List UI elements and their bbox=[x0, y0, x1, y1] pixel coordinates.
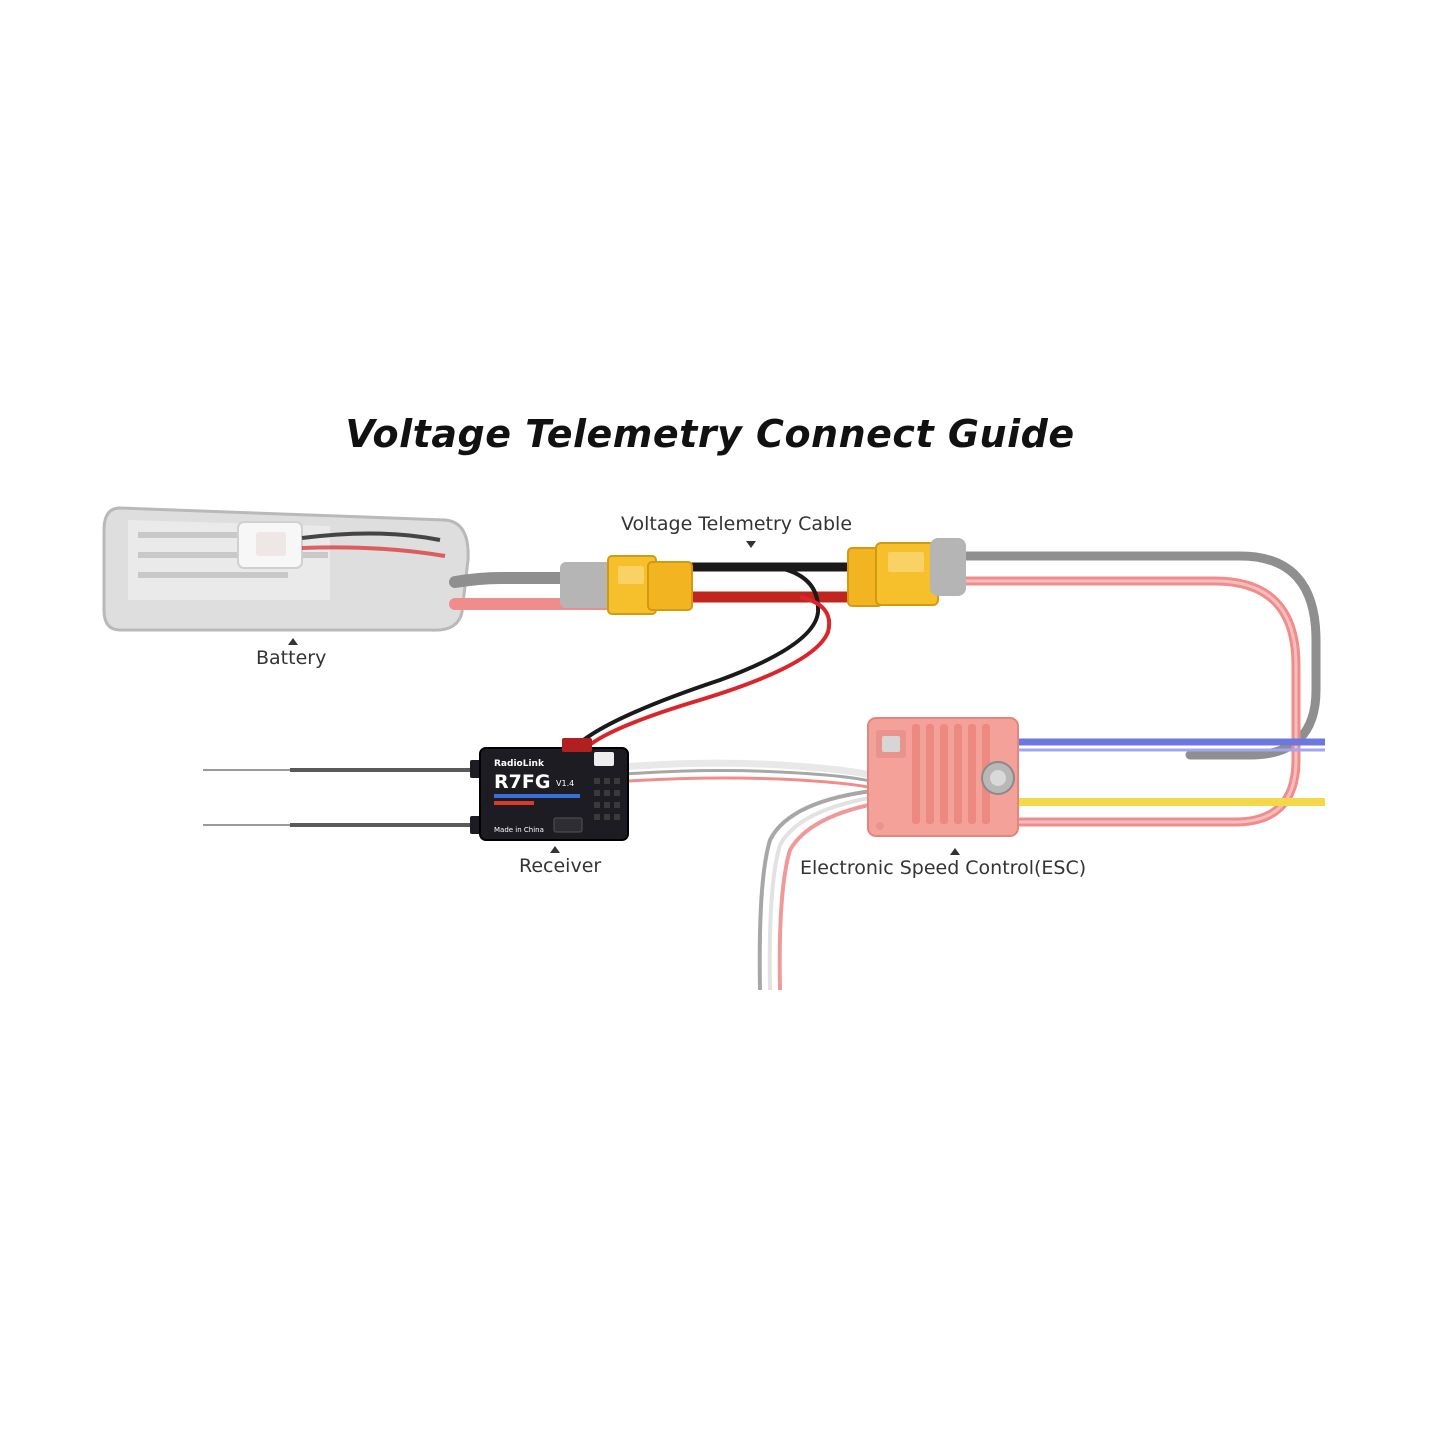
label-battery: Battery bbox=[256, 647, 327, 669]
guide-title: Voltage Telemetry Connect Guide bbox=[345, 412, 1075, 456]
esc-pointer bbox=[950, 848, 960, 855]
xt60-right-connector bbox=[847, 538, 966, 607]
telemetry-red-lead bbox=[580, 595, 832, 754]
battery-pointer bbox=[288, 638, 298, 645]
esc-signal-red-lead bbox=[611, 776, 881, 792]
receiver: RadioLink R7FG V1.4 Made in China bbox=[470, 738, 629, 841]
label-esc: Electronic Speed Control(ESC) bbox=[800, 857, 1087, 879]
receiver-model: R7FG bbox=[494, 771, 550, 793]
receiver-brand: RadioLink bbox=[494, 759, 545, 769]
esc bbox=[867, 717, 1019, 837]
esc-red-power-wire-inner bbox=[963, 579, 1298, 824]
receiver-version: V1.4 bbox=[556, 779, 574, 788]
label-voltage-telemetry-cable: Voltage Telemetry Cable bbox=[621, 513, 853, 535]
telemetry-black-lead bbox=[570, 565, 821, 752]
battery bbox=[102, 506, 470, 632]
cable-pointer bbox=[746, 541, 756, 548]
xt60-left-connector bbox=[560, 555, 693, 615]
label-receiver: Receiver bbox=[519, 855, 602, 877]
receiver-pointer bbox=[550, 846, 560, 853]
battery-gray-lead bbox=[449, 572, 618, 588]
esc-down-gray-lead bbox=[757, 788, 881, 991]
esc-down-red-lead bbox=[777, 800, 885, 991]
esc-signal-white-lead bbox=[611, 759, 882, 782]
receiver-origin: Made in China bbox=[494, 826, 544, 834]
esc-signal-gray-lead bbox=[611, 769, 881, 786]
esc-down-white-lead bbox=[767, 794, 883, 991]
